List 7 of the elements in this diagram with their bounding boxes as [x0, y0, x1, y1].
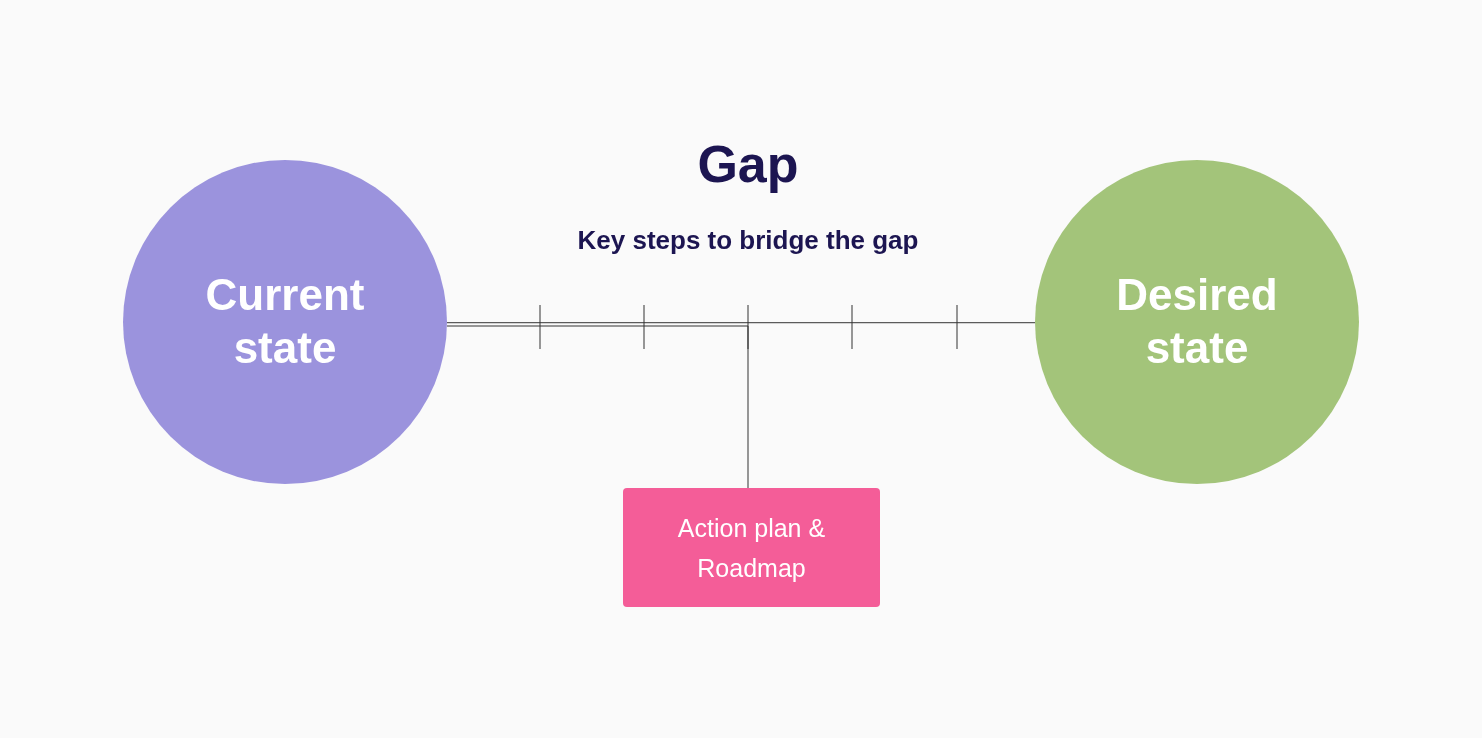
- subtitle: Key steps to bridge the gap: [576, 224, 920, 257]
- connector-line: [446, 322, 1036, 324]
- state-label: Current state: [204, 269, 366, 374]
- connector-line: [446, 325, 749, 489]
- box-label: Action plan & Roadmap: [676, 512, 827, 584]
- state-label: Desired state: [1115, 269, 1279, 374]
- action-box: [623, 488, 880, 607]
